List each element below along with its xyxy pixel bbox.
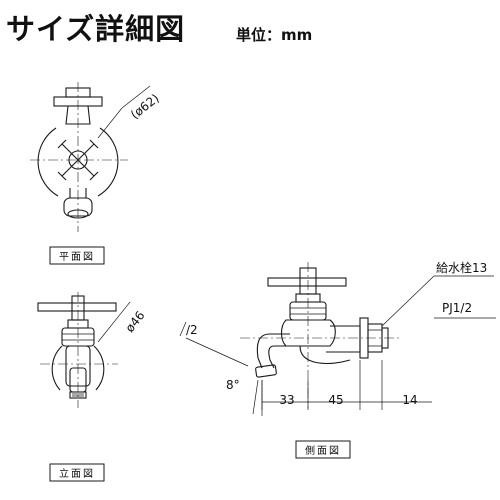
side-view-label: 側面図 [305, 444, 341, 457]
thread-callout: PJ1/2 [442, 301, 472, 315]
side-view: 33 45 14 8° /2 給水栓13 PJ1/2 [179, 260, 496, 416]
plan-view: (ø62) [30, 82, 162, 232]
plan-view-label: 平面図 [59, 251, 95, 263]
angle-label: 8° [226, 378, 240, 392]
slope-label: /2 [186, 323, 198, 337]
plan-diameter-label: (ø62) [128, 91, 162, 122]
product-callout: 給水栓13 [436, 260, 487, 275]
front-view-label: 立面図 [59, 467, 95, 480]
front-diameter-label: ø46 [123, 308, 148, 334]
dim-33: 33 [279, 393, 294, 407]
unit-label: 単位：mm [236, 26, 313, 44]
front-view-label-box [49, 463, 105, 482]
side-view-label-box [295, 440, 351, 459]
plan-view-label-box [49, 246, 105, 265]
dim-14: 14 [402, 393, 417, 407]
front-view: ø46 [37, 292, 148, 408]
page-title: サイズ詳細図 [6, 12, 186, 46]
dim-45: 45 [328, 393, 343, 407]
